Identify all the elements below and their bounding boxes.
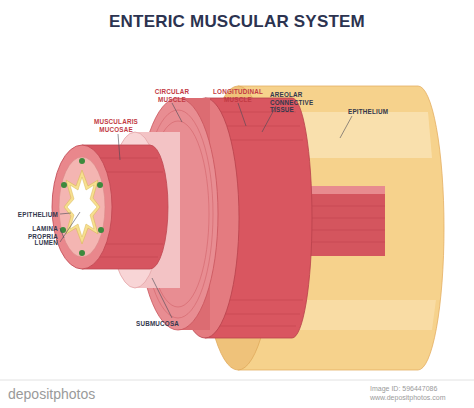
watermark-separator: [0, 380, 474, 381]
leader-lines: [60, 103, 352, 318]
gland-dot: [79, 158, 85, 164]
lamina-propria: [59, 157, 105, 257]
part-label: EPITHELIUM: [348, 108, 408, 116]
part-label: LONGITUDINAL MUSCLE: [206, 88, 270, 103]
leader-line: [152, 278, 172, 318]
glands: [60, 158, 104, 256]
leader-line: [238, 103, 246, 126]
part-label: CIRCULAR MUSCLE: [148, 88, 196, 103]
part-label: LAMINA PROPRIA: [2, 225, 58, 240]
gland-dot: [61, 182, 67, 188]
gland-dot: [79, 250, 85, 256]
part-label: EPITHELIUM: [2, 211, 58, 219]
gland-dot: [98, 227, 104, 233]
muscularis-face: [52, 145, 112, 269]
diagram-title: ENTERIC MUSCULAR SYSTEM: [0, 12, 474, 32]
gland-dot: [97, 182, 103, 188]
watermark: depositphotos: [8, 386, 128, 402]
lumen: [67, 177, 97, 237]
part-label: SUBMUCOSA: [136, 320, 192, 328]
epithelium-lining: [64, 170, 100, 244]
part-label: MUSCULARIS MUCOSAE: [88, 118, 144, 133]
watermark: Image ID: 596447086: [370, 385, 470, 393]
leader-line: [118, 134, 120, 160]
part-label: AREOLAR CONNECTIVE TISSUE: [270, 91, 336, 114]
part-label: LUMEN: [2, 239, 58, 247]
leader-line: [340, 116, 352, 138]
leader-line: [172, 103, 182, 122]
leader-line: [60, 213, 71, 214]
watermark: www.depositphotos.com: [370, 394, 470, 402]
leader-line: [60, 212, 80, 242]
mucosa: [59, 157, 105, 257]
watermark-bar: [0, 380, 474, 408]
muscularis-mucosae: [52, 145, 168, 269]
